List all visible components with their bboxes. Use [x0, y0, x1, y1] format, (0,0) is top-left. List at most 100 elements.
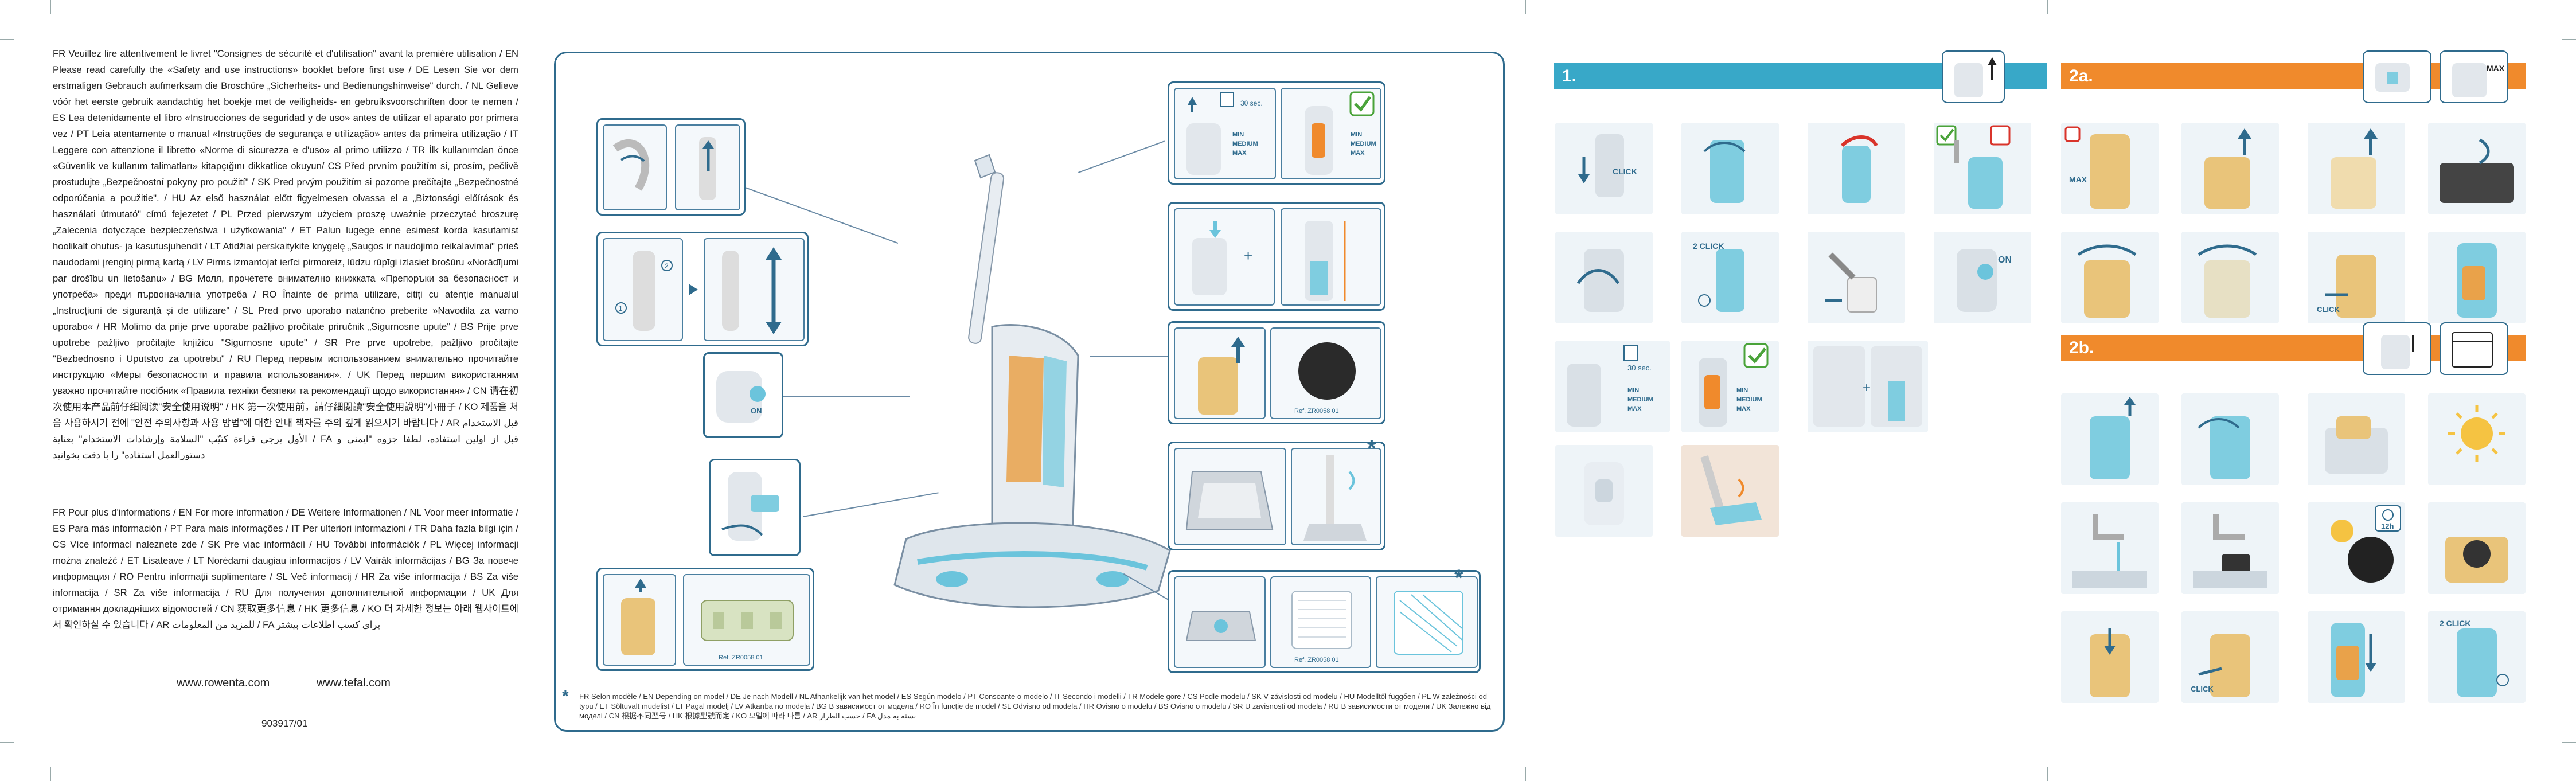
svg-text:MAX: MAX — [2069, 175, 2087, 184]
detail-box-dust-container: Ref. ZR0058 01 — [1168, 321, 1385, 424]
step-2a-1: MAX — [2061, 123, 2159, 214]
check-icon — [1354, 96, 1372, 112]
detail-panel: Ref. ZR0058 01 — [1270, 327, 1381, 419]
svg-text:CLICK: CLICK — [2191, 685, 2214, 693]
svg-text:+: + — [1863, 380, 1871, 396]
detail-box-cloth-ref: Ref. ZR0058 01 — [1168, 570, 1481, 673]
svg-text:MIN: MIN — [1627, 387, 1639, 394]
filter-disc-icon — [1298, 342, 1356, 400]
detail-panel: Ref. ZR0058 01 — [1270, 576, 1371, 668]
trash-bin-icon — [2440, 163, 2514, 203]
step-2b-10: CLICK — [2181, 611, 2279, 703]
faucet-icon — [2093, 514, 2124, 540]
crop-mark — [2047, 767, 2048, 781]
footnote-text: FR Selon modèle / EN Depending on model … — [579, 692, 1491, 720]
detail-panel: MIN MEDIUM MAX — [1281, 88, 1381, 179]
section-1-number: 1. — [1562, 67, 1577, 85]
ref-label-filter: Ref. ZR0058 01 — [719, 654, 763, 661]
svg-text:2: 2 — [665, 262, 669, 270]
tefal-url[interactable]: www.tefal.com — [317, 677, 391, 689]
level-max: MAX — [1232, 150, 1247, 157]
svg-text:MEDIUM: MEDIUM — [1736, 396, 1762, 403]
detail-box-filter-ref: Ref. ZR0058 01 — [596, 568, 814, 671]
detail-panel — [603, 124, 667, 210]
detail-panel — [1376, 576, 1478, 668]
detail-panel — [1281, 208, 1381, 306]
svg-text:MIN: MIN — [1736, 387, 1748, 394]
vacuum-cleaner-illustration — [893, 154, 1171, 608]
detail-box-steam-settings: 30 sec. MIN MEDIUM MAX MIN MEDIUM MAX — [1168, 81, 1385, 185]
level-min: MIN — [1232, 131, 1244, 138]
detail-panel: Ref. ZR0058 01 — [683, 574, 810, 666]
arrow-right-icon — [689, 284, 698, 295]
crop-mark — [2562, 39, 2576, 40]
step-1-6: 2 CLICK — [1681, 232, 1779, 323]
crop-mark — [0, 39, 14, 40]
section-2b-thumbnail-left — [2363, 322, 2431, 375]
step-1-5 — [1555, 232, 1653, 323]
step-1-3 — [1808, 123, 1905, 214]
svg-text:12h: 12h — [2381, 522, 2394, 530]
detail-panel — [1174, 327, 1266, 419]
detail-box-handle — [596, 118, 746, 216]
time-label: 30 sec. — [1240, 99, 1263, 107]
detail-panel — [704, 238, 805, 341]
power-outlet-icon — [1847, 277, 1877, 313]
detail-panel — [675, 124, 740, 210]
svg-text:1: 1 — [619, 304, 623, 313]
calendar-icon — [2452, 332, 2493, 368]
step-2a-5 — [2061, 232, 2159, 323]
detail-panel — [1174, 576, 1266, 668]
rowenta-url[interactable]: www.rowenta.com — [177, 677, 270, 689]
section-2b-thumbnail-right — [2440, 322, 2508, 375]
svg-text:MAX: MAX — [1736, 405, 1751, 412]
footnote-star: * — [562, 687, 569, 706]
detail-panel: + — [1174, 208, 1275, 306]
ref-label-cloth: Ref. ZR0058 01 — [1294, 657, 1339, 663]
section-2a-thumbnail-right: MAX — [2440, 50, 2508, 103]
section-2a-thumbnail-left — [2363, 50, 2431, 103]
product-overview-frame — [554, 52, 1505, 732]
step-2b-6 — [2181, 502, 2279, 594]
svg-text:30 sec.: 30 sec. — [1627, 364, 1652, 372]
step-1-1: CLICK — [1555, 123, 1653, 214]
section-1-thumbnail — [1942, 50, 2005, 103]
step-2b-12: 2 CLICK — [2428, 611, 2526, 703]
level-medium: MEDIUM — [1351, 140, 1376, 147]
model-dependent-star: * — [1454, 565, 1463, 591]
step-2a-6 — [2181, 232, 2279, 323]
svg-text:+: + — [1244, 247, 1252, 264]
step-2b-2 — [2181, 393, 2279, 485]
safety-notice-text: FR Veuillez lire attentivement le livret… — [53, 48, 519, 460]
step-1-11: + — [1808, 341, 1928, 432]
clock-icon — [2375, 505, 2401, 532]
section-2a-number: 2a. — [2069, 67, 2093, 85]
svg-text:2 CLICK: 2 CLICK — [1693, 241, 1724, 251]
step-2a-8 — [2428, 232, 2526, 323]
model-dependent-star: * — [1367, 436, 1376, 461]
step-1-4 — [1934, 123, 2031, 214]
step-1-8: ON — [1934, 232, 2031, 323]
detail-panel — [1291, 448, 1381, 545]
step-1-12 — [1555, 445, 1653, 537]
step-2a-4 — [2428, 123, 2526, 214]
step-2a-2 — [2181, 123, 2279, 214]
rotate-arrow-icon — [620, 155, 645, 162]
step-2b-7: 12h — [2308, 502, 2405, 594]
detail-box-carpet-glider — [1168, 442, 1385, 550]
step-2b-5 — [2061, 502, 2159, 594]
crop-mark — [0, 742, 14, 743]
crop-mark — [2562, 742, 2576, 743]
step-2a-3 — [2308, 123, 2405, 214]
level-min: MIN — [1351, 131, 1363, 138]
step-2b-9 — [2061, 611, 2159, 703]
hourglass-icon — [1220, 92, 1234, 107]
section-2b-number: 2b. — [2069, 338, 2094, 357]
svg-text:MAX: MAX — [2487, 64, 2505, 73]
detail-box-nozzle — [709, 459, 801, 556]
crop-mark — [1525, 767, 1526, 781]
step-2b-8 — [2428, 502, 2526, 594]
